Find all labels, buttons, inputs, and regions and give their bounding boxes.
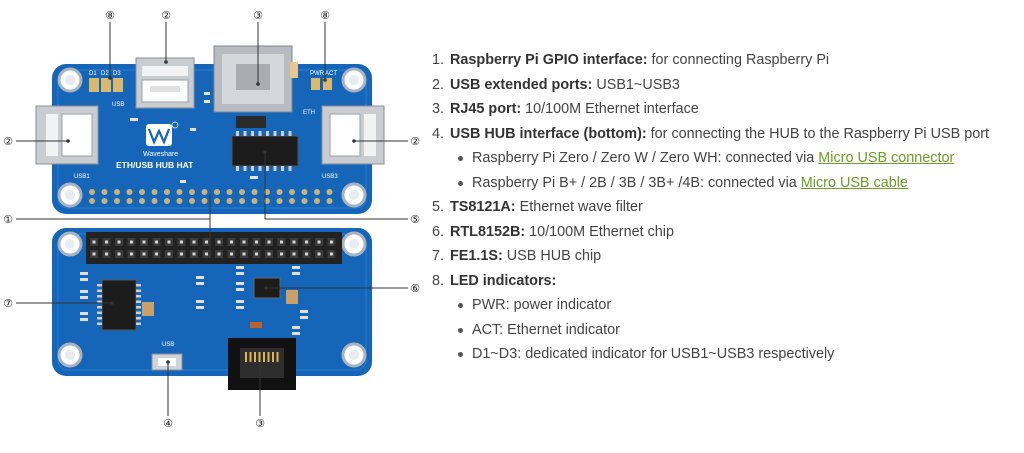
item-title: RJ45 port: [450, 101, 522, 117]
silk-d3: D3 [113, 71, 121, 77]
item-title: TS8121A: [450, 199, 516, 215]
feature-item: 6. RTL8152B: 10/100M Ethernet chip [432, 220, 1022, 245]
item-desc: 10/100M Ethernet interface [521, 101, 699, 117]
silk-usb-bottom: USB [162, 342, 174, 348]
silk-usb3: USB3 [322, 174, 338, 180]
sub-item-text: D1~D3: dedicated indicator for USB1~USB3… [472, 346, 835, 362]
item-title: USB HUB interface (bottom): [450, 125, 647, 142]
brand-name: Waveshare [143, 151, 178, 158]
callout-6: ⑥ [410, 282, 420, 295]
rj45-port-top [213, 45, 298, 113]
callout-2-right: ② [410, 135, 420, 148]
feature-list: 1. Raspberry Pi GPIO interface: for conne… [432, 48, 1022, 367]
led-d1-d3 [89, 78, 123, 92]
usb-port-left [35, 105, 99, 165]
sub-item-link[interactable]: Micro USB connector [818, 150, 955, 166]
usb-port-top [135, 57, 195, 109]
sub-item: Raspberry Pi Zero / Zero W / Zero WH: co… [454, 146, 1022, 171]
callout-8-right: ⑧ [320, 9, 330, 22]
gpio-pins [90, 238, 336, 258]
callout-4: ④ [163, 417, 173, 430]
led-pwr-act [311, 78, 332, 90]
item-desc: Ethernet wave filter [515, 199, 643, 215]
silk-usb-top: USB [112, 102, 124, 108]
feature-item: 4. USB HUB interface (bottom): for connec… [432, 122, 1022, 147]
sub-list: Raspberry Pi Zero / Zero W / Zero WH: co… [432, 146, 1022, 195]
callout-2-left: ② [3, 135, 13, 148]
callout-3-bottom: ③ [255, 417, 265, 430]
board-figure: D1 D2 D3 USB PWR ACT ETH [0, 0, 430, 453]
silk-d2: D2 [101, 71, 109, 77]
sub-item-text: Raspberry Pi B+ / 2B / 3B / 3B+ /4B: con… [472, 174, 801, 191]
rj45-port-bottom [228, 338, 296, 390]
callout-7: ⑦ [3, 297, 13, 310]
silk-act: ACT [325, 71, 337, 77]
mounting-holes-top [57, 67, 367, 208]
item-number: 7. [432, 248, 445, 264]
item-title: USB extended ports: [450, 76, 593, 93]
leader-lines [16, 22, 408, 416]
board-name: ETH/USB HUB HAT [116, 160, 194, 170]
item-desc: USB1~USB3 [592, 76, 680, 93]
callout-3-top: ③ [253, 9, 263, 22]
feature-item: 5. TS8121A: Ethernet wave filter [432, 195, 1022, 220]
item-number: 1. [432, 52, 445, 68]
sub-item: ACT: Ethernet indicator [454, 318, 1022, 343]
leader-dots [66, 60, 356, 368]
feature-item: 1. Raspberry Pi GPIO interface: for conne… [432, 48, 1022, 73]
item-desc: for connecting Raspberry Pi [647, 52, 830, 68]
sub-item: Raspberry Pi B+ / 2B / 3B / 3B+ /4B: con… [454, 171, 1022, 196]
sub-item: PWR: power indicator [454, 293, 1022, 318]
sub-item-text: ACT: Ethernet indicator [472, 321, 620, 338]
item-title: Raspberry Pi GPIO interface: [450, 52, 648, 68]
item-number: 6. [432, 223, 445, 240]
item-desc: 10/100M Ethernet chip [525, 223, 674, 240]
fe11s-chip [101, 279, 137, 331]
item-desc: for connecting the HUB to the Raspberry … [646, 125, 990, 142]
silk-usb1: USB1 [74, 174, 90, 180]
sub-item: D1~D3: dedicated indicator for USB1~USB3… [454, 342, 1022, 367]
item-desc: USB HUB chip [502, 248, 602, 264]
top-board: D1 D2 D3 USB PWR ACT ETH [35, 45, 385, 214]
callout-8-left: ⑧ [105, 9, 115, 22]
item-number: 2. [432, 76, 445, 93]
feature-item: 8. LED indicators: [432, 269, 1022, 294]
item-number: 4. [432, 125, 445, 142]
sub-item-link[interactable]: Micro USB cable [800, 174, 908, 191]
item-title: FE1.1S: [450, 248, 503, 264]
silk-d1: D1 [89, 71, 97, 77]
silk-eth: ETH [303, 110, 315, 116]
item-title: RTL8152B: [450, 223, 526, 240]
item-number: 5. [432, 199, 445, 215]
bottom-board: USB [52, 228, 372, 390]
feature-item: 2. USB extended ports: USB1~USB3 [432, 73, 1022, 98]
callout-5: ⑤ [410, 213, 420, 226]
sub-item-text: PWR: power indicator [472, 297, 612, 313]
feature-item: 3. RJ45 port: 10/100M Ethernet interface [432, 97, 1022, 122]
usb-port-right [321, 105, 385, 165]
feature-legend: 1. Raspberry Pi GPIO interface: for conne… [432, 48, 1022, 367]
waveshare-logo [146, 121, 179, 146]
item-number: 3. [432, 101, 445, 117]
sub-item-text: Raspberry Pi Zero / Zero W / Zero WH: co… [472, 150, 819, 166]
callout-2-top: ② [161, 9, 171, 22]
feature-item: 7. FE1.1S: USB HUB chip [432, 244, 1022, 269]
item-number: 8. [432, 272, 445, 289]
item-title: LED indicators: [450, 272, 557, 289]
silk-pwr: PWR [310, 71, 325, 77]
gpio-header [86, 232, 342, 264]
callout-1: ① [3, 213, 13, 226]
